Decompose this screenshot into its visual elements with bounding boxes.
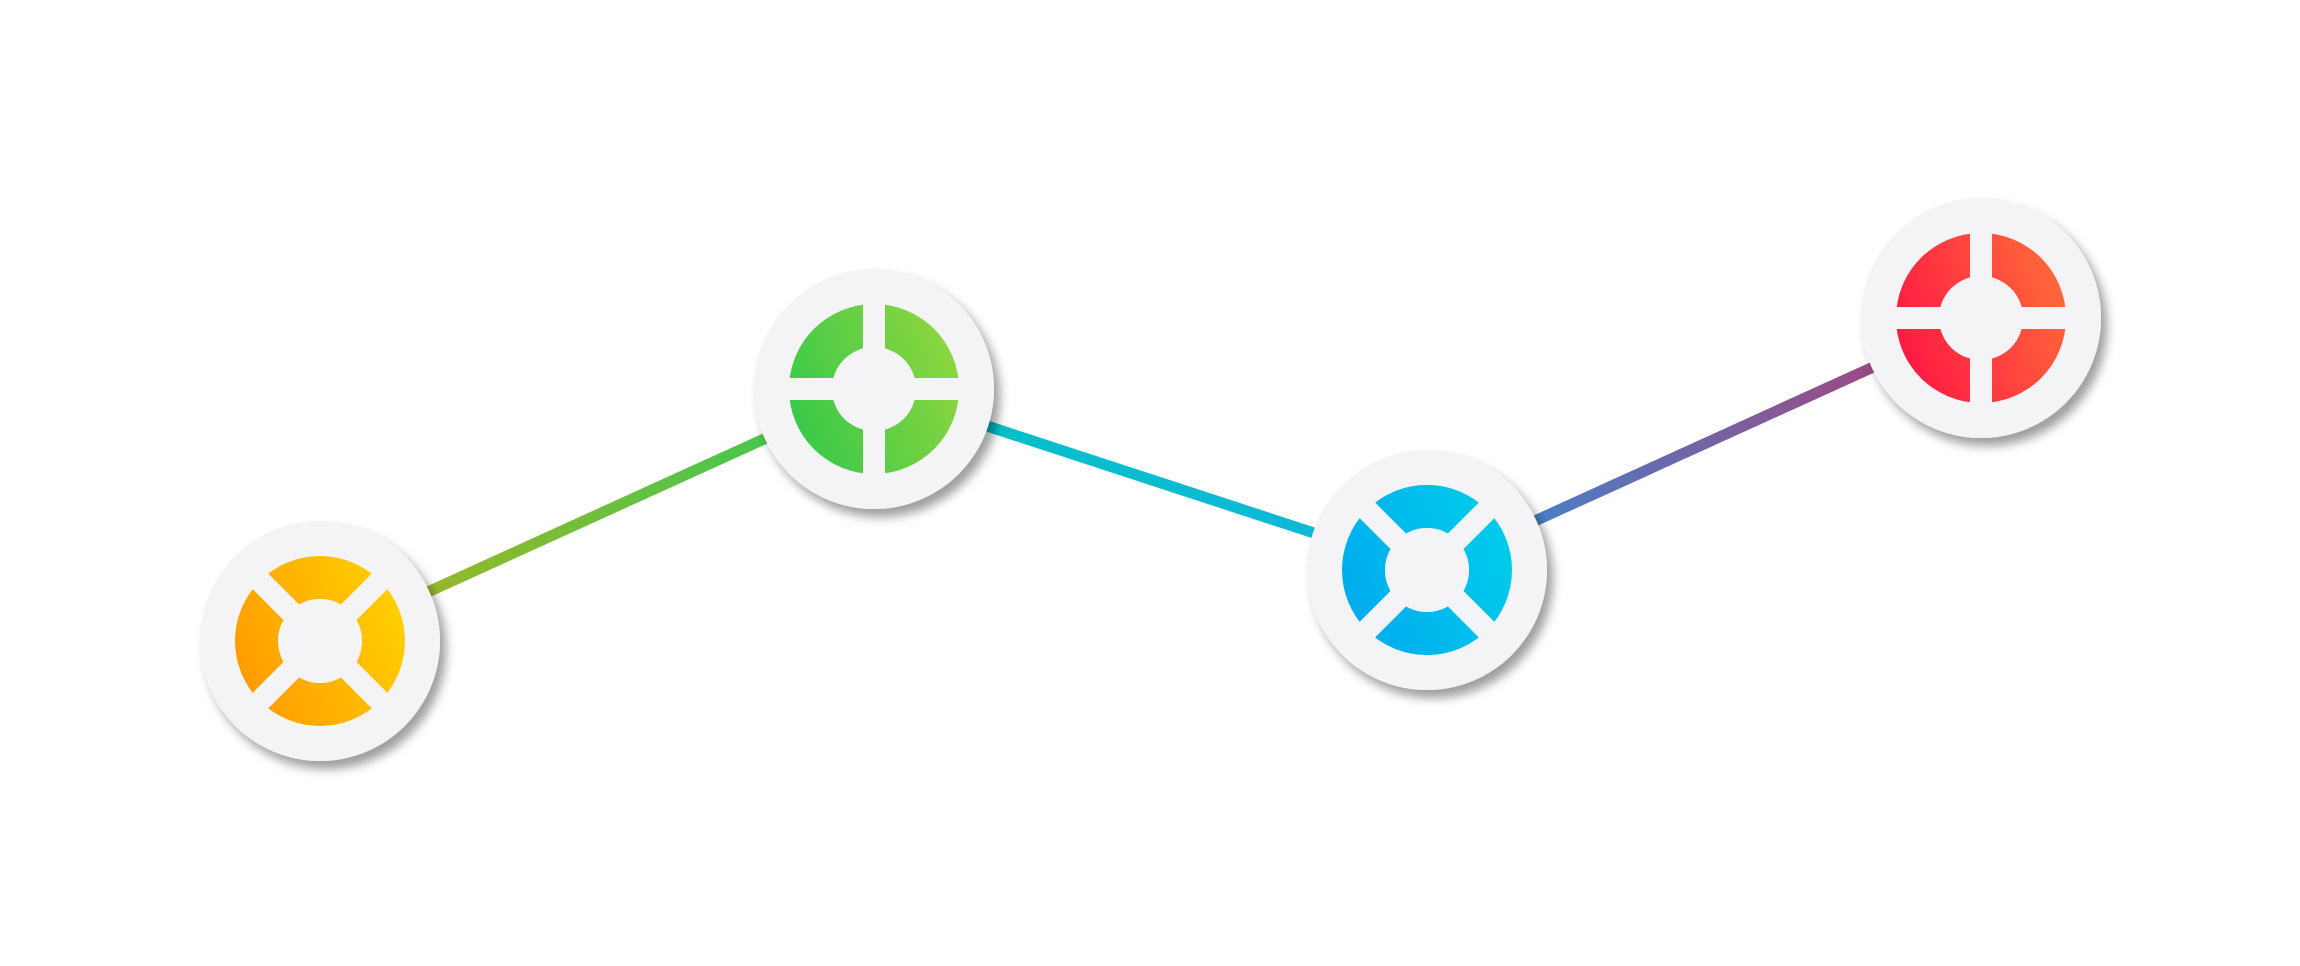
diagram-node <box>1307 450 1547 690</box>
lifebuoy-hub <box>832 347 916 431</box>
lifebuoy-ring <box>1896 233 2066 403</box>
lifebuoy-icon <box>1341 484 1512 656</box>
lifebuoy-hub <box>1385 528 1469 612</box>
lifebuoy-ring <box>789 304 959 474</box>
nodes-layer <box>200 198 2101 761</box>
diagram-node <box>1861 198 2101 438</box>
lifebuoy-icon <box>1890 227 2072 409</box>
connectors-layer <box>317 312 1984 647</box>
lifebuoy-hub <box>1939 276 2023 360</box>
lifebuoy-icon <box>783 298 965 480</box>
lifebuoy-icon <box>235 556 405 726</box>
diagram-node <box>754 269 994 509</box>
lifebuoy-hub <box>278 599 362 683</box>
diagram-node <box>200 521 440 761</box>
